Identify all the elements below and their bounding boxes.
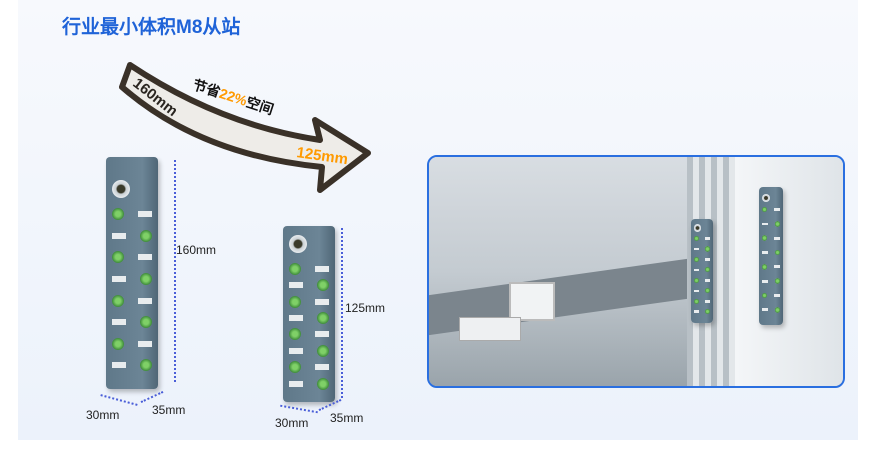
large-io-module	[106, 157, 158, 389]
large-depth-label: 35mm	[152, 403, 186, 417]
io-port	[693, 298, 699, 304]
io-port	[774, 278, 781, 284]
m8-connector	[289, 234, 307, 253]
label-slot	[761, 279, 769, 283]
label-slot	[315, 364, 329, 371]
label-slot	[112, 362, 126, 369]
io-port	[693, 236, 699, 242]
label-slot	[289, 282, 303, 289]
io-port	[761, 206, 768, 213]
label-slot	[693, 310, 700, 313]
io-port	[140, 359, 152, 372]
io-port	[761, 235, 768, 241]
io-port	[693, 256, 699, 262]
label-slot	[773, 236, 781, 240]
label-slot	[773, 265, 781, 269]
io-port	[289, 361, 301, 374]
label-slot	[704, 237, 711, 240]
label-slot	[693, 268, 700, 272]
m8-connector	[693, 224, 702, 232]
m8-connector	[112, 180, 130, 199]
io-port	[774, 249, 781, 256]
label-slot	[112, 276, 126, 282]
label-slot	[315, 298, 329, 305]
factory-application-photo	[427, 155, 845, 388]
label-slot	[112, 319, 126, 326]
io-port	[774, 221, 781, 227]
io-port	[140, 273, 152, 285]
label-slot	[761, 251, 769, 254]
small-height-label: 125mm	[345, 301, 386, 315]
io-port	[140, 229, 152, 242]
large-height-label: 160mm	[176, 243, 217, 257]
label-slot	[761, 308, 769, 312]
label-slot	[773, 208, 781, 211]
io-port	[774, 306, 781, 313]
label-slot	[704, 279, 711, 282]
io-port	[705, 267, 711, 273]
small-io-module	[283, 226, 335, 402]
label-slot	[289, 315, 303, 321]
height-dimension-line	[341, 228, 343, 398]
label-slot	[761, 222, 769, 226]
io-port	[140, 316, 152, 329]
io-port	[705, 309, 711, 315]
label-slot	[138, 254, 152, 261]
label-slot	[138, 340, 152, 347]
page-title: 行业最小体积M8从站	[62, 17, 241, 38]
label-slot	[315, 331, 329, 338]
label-slot	[704, 299, 711, 303]
label-slot	[138, 297, 152, 304]
label-slot	[315, 265, 329, 272]
io-port	[289, 262, 301, 275]
io-port	[317, 377, 329, 390]
io-port	[693, 277, 699, 283]
label-slot	[773, 294, 781, 297]
io-port	[289, 295, 301, 308]
height-dimension-line	[174, 160, 176, 382]
label-slot	[704, 258, 711, 261]
io-port	[112, 337, 124, 350]
arrow-suffix: 空间	[244, 94, 276, 118]
io-port	[289, 328, 301, 341]
io-port	[761, 292, 768, 299]
io-port	[705, 288, 711, 294]
label-slot	[693, 247, 700, 251]
io-port	[317, 344, 329, 357]
io-port	[112, 251, 124, 264]
label-slot	[289, 347, 303, 354]
large-width-label: 30mm	[86, 408, 120, 422]
io-port	[112, 208, 124, 221]
io-port	[317, 279, 329, 292]
label-slot	[138, 211, 152, 218]
label-slot	[289, 380, 303, 387]
label-slot	[112, 232, 126, 239]
size-reduction-arrow: 160mm 节省22%空间 125mm	[119, 62, 371, 193]
io-port	[317, 312, 329, 324]
io-port	[705, 246, 711, 252]
label-slot	[693, 289, 700, 293]
io-port	[761, 264, 768, 270]
small-depth-label: 35mm	[330, 411, 364, 425]
m8-connector	[761, 193, 771, 203]
small-width-label: 30mm	[275, 416, 309, 430]
io-port	[112, 294, 124, 307]
